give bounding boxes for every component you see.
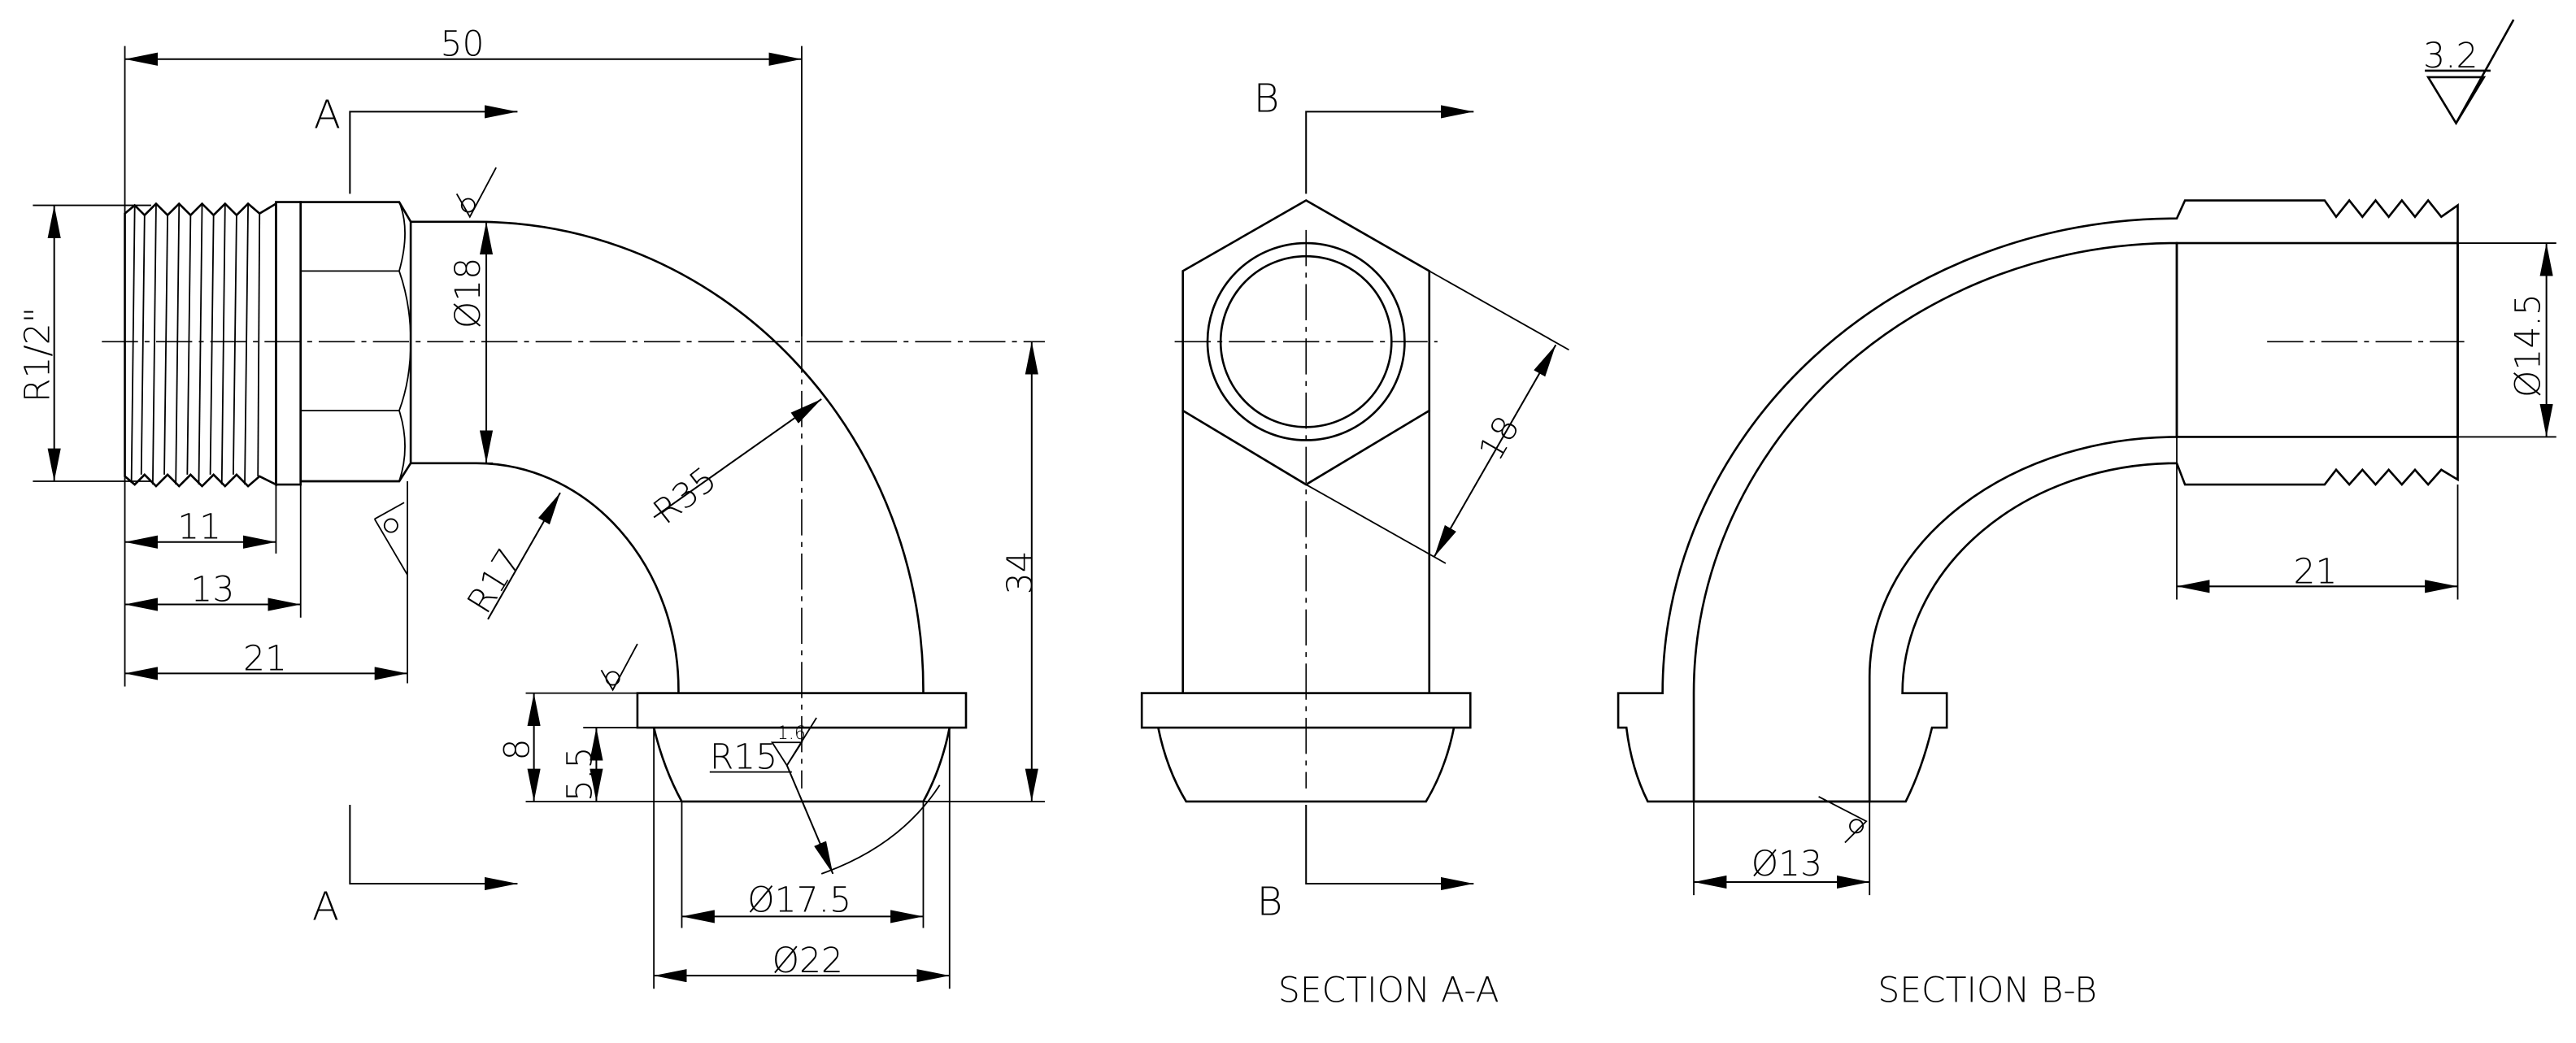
machining-symbol-icon — [383, 518, 398, 533]
section-label-a-top: A — [314, 93, 341, 138]
hex-edge-lines — [300, 202, 412, 482]
dim-label-34: 34 — [1001, 550, 1041, 594]
dim-label-13: 13 — [190, 570, 234, 610]
dim-label-thread: R1/2" — [19, 307, 59, 402]
collar — [275, 201, 302, 486]
machining-symbol-icon — [1818, 796, 1868, 844]
section-arrow-a-top — [349, 105, 518, 194]
flange — [1140, 692, 1472, 729]
machining-symbol-icon — [605, 671, 620, 686]
section-a-a: B B 18 SECTION A-A — [1140, 76, 1569, 1010]
roughness-value: 3.2 — [2423, 37, 2478, 76]
section-a-title: SECTION A-A — [1278, 971, 1499, 1010]
dim-label-5-5: 5.5 — [560, 747, 600, 802]
dim-label-11: 11 — [177, 508, 221, 548]
dim-label-bore: Ø18 — [449, 258, 489, 328]
outer-bend — [411, 220, 925, 693]
extension-line — [1429, 270, 1569, 351]
dim-label-22: Ø22 — [772, 941, 843, 981]
machining-symbol-icon — [455, 167, 497, 219]
section-arrow-b-top — [1305, 105, 1474, 194]
elbow-section-wall — [1617, 198, 2459, 803]
dim-label-18: 18 — [1472, 410, 1528, 467]
roughness-symbol-icon — [770, 717, 817, 767]
dim-label-8: 8 — [498, 738, 538, 760]
extension-line — [1305, 484, 1447, 564]
leader-r15 — [785, 765, 834, 875]
roughness-symbol-icon — [2425, 19, 2515, 126]
r15-arc — [820, 784, 941, 875]
dim-label-21: 21 — [2293, 552, 2337, 592]
machining-symbol-icon — [600, 643, 638, 692]
section-label-b-bottom: B — [1257, 879, 1283, 924]
general-roughness: 3.2 — [2423, 19, 2515, 126]
section-b-title: SECTION B-B — [1878, 971, 2097, 1010]
section-label-a-bottom: A — [312, 884, 339, 929]
leader-r17 — [487, 492, 561, 620]
section-label-b-top: B — [1254, 76, 1280, 121]
machining-symbol-icon — [460, 198, 476, 213]
dim-label-13: Ø13 — [1751, 845, 1822, 884]
inner-bend — [411, 462, 680, 693]
machining-symbol-icon — [373, 502, 408, 576]
dim-label-21: 21 — [243, 639, 287, 679]
dim-label-17-5: Ø17.5 — [747, 880, 851, 920]
leader-r35 — [653, 398, 822, 519]
flange — [636, 692, 968, 729]
section-arrow-b-bottom — [1305, 805, 1474, 891]
machining-symbol-icon — [1849, 819, 1865, 834]
dome — [1157, 727, 1456, 803]
dim-line-18 — [1433, 344, 1557, 558]
section-b-b: Ø14.5 21 Ø13 SECTION B-B — [1617, 198, 2556, 1010]
dim-label-r17: R17 — [460, 542, 530, 621]
elbow-passage — [1692, 241, 2178, 803]
bore — [2175, 241, 2459, 438]
front-view: 50 A A R1/2" — [19, 25, 1045, 989]
thread-crest-lines — [130, 205, 261, 485]
section-arrow-a-bottom — [349, 805, 518, 891]
dim-label-r35: R35 — [646, 459, 724, 532]
roughness-value-dome: 1.6 — [777, 723, 806, 744]
dim-label-50: 50 — [440, 25, 484, 65]
dim-label-14-5: Ø14.5 — [2509, 293, 2549, 398]
dim-label-r15: R15 — [710, 738, 777, 778]
